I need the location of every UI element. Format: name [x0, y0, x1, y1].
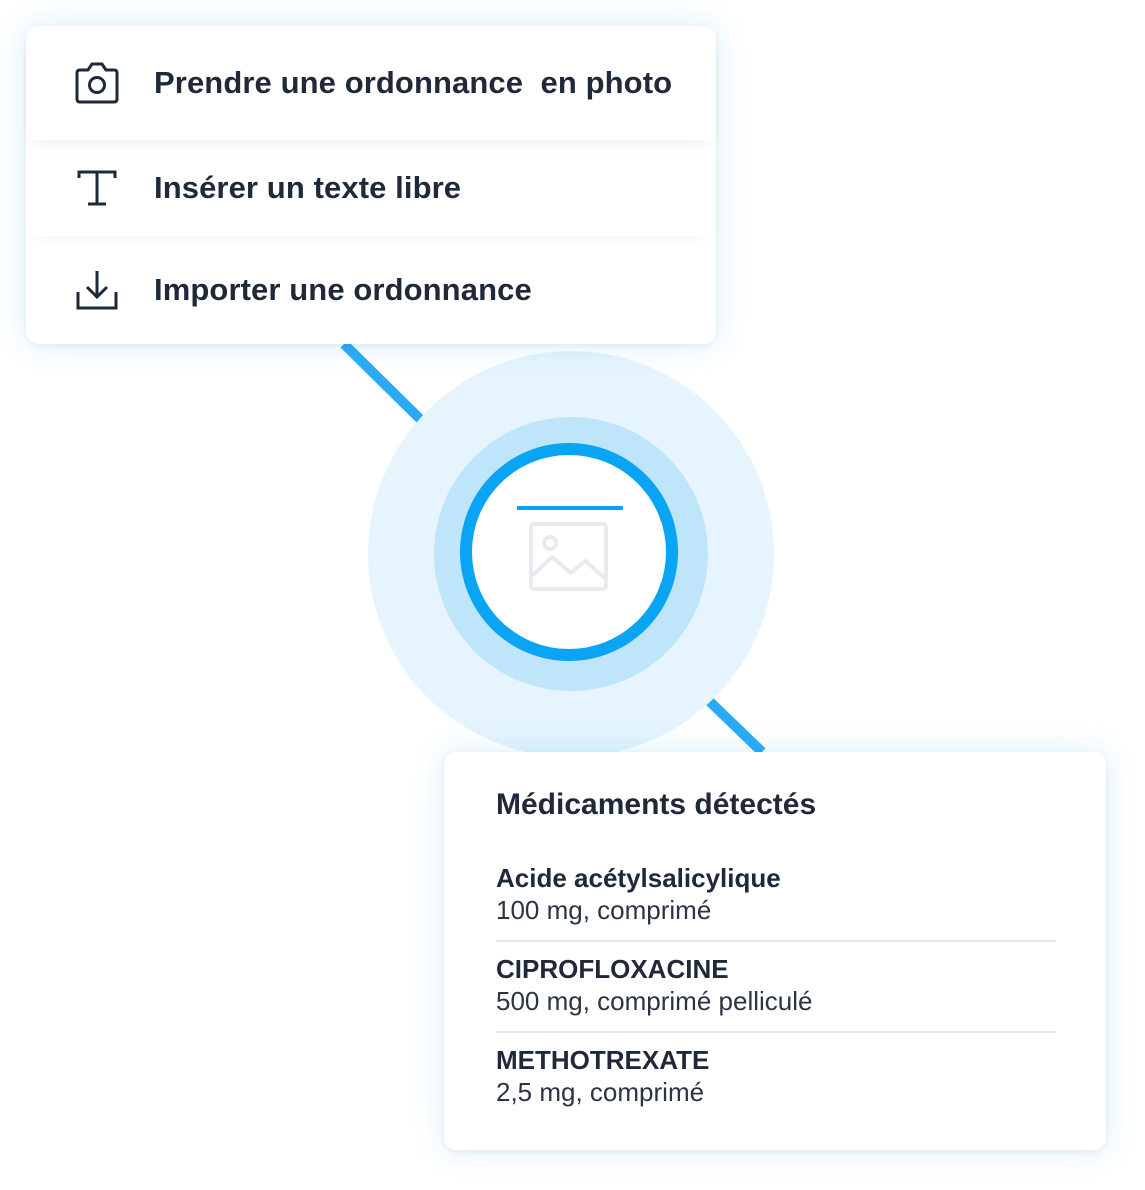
image-placeholder-icon	[517, 506, 623, 591]
scanner	[368, 351, 774, 757]
camera-icon	[72, 58, 122, 108]
medication-item[interactable]: CIPROFLOXACINE 500 mg, comprimé pellicul…	[496, 953, 1056, 1017]
medication-item[interactable]: Acide acétylsalicylique 100 mg, comprimé	[496, 862, 1056, 926]
medication-name: CIPROFLOXACINE	[496, 954, 729, 984]
import-prescription-option[interactable]: Importer une ordonnance	[26, 236, 716, 344]
take-photo-label: Prendre une ordonnance en photo	[154, 65, 673, 100]
medication-dosage: 100 mg, comprimé	[496, 895, 712, 925]
scanner-lens	[460, 443, 678, 661]
free-text-label: Insérer un texte libre	[154, 170, 462, 205]
medication-dosage: 500 mg, comprimé pelliculé	[496, 986, 813, 1016]
medication-dosage: 2,5 mg, comprimé	[496, 1077, 705, 1107]
medication-divider	[496, 940, 1056, 942]
take-photo-option[interactable]: Prendre une ordonnance en photo	[26, 26, 716, 140]
import-prescription-label: Importer une ordonnance	[154, 272, 532, 307]
free-text-option[interactable]: Insérer un texte libre	[26, 140, 716, 236]
prescription-input-menu: Prendre une ordonnance en photo Insérer …	[26, 26, 716, 344]
medication-name: Acide acétylsalicylique	[496, 863, 781, 893]
text-icon	[72, 163, 122, 213]
medication-name: METHOTREXATE	[496, 1045, 710, 1075]
medication-divider	[496, 1031, 1056, 1033]
download-icon	[72, 265, 122, 315]
medication-item[interactable]: METHOTREXATE 2,5 mg, comprimé	[496, 1044, 1056, 1108]
detected-medications-title: Médicaments détectés	[496, 788, 817, 821]
detected-medications-card: Médicaments détectés Acide acétylsalicyl…	[444, 752, 1106, 1150]
